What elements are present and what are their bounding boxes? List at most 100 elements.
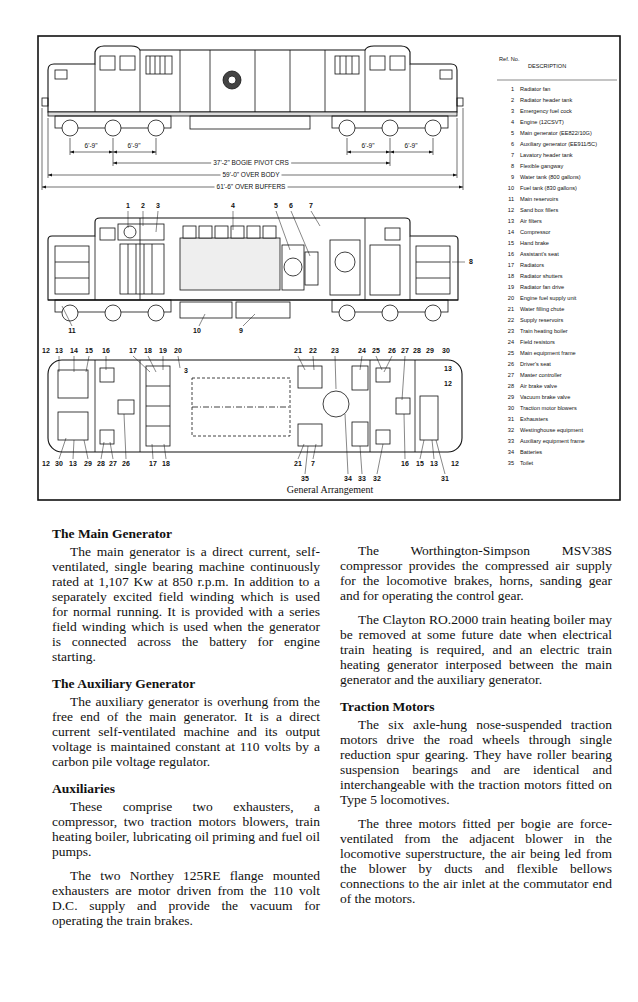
callout-number: 12 bbox=[443, 380, 453, 388]
table-cell: 27 bbox=[502, 372, 514, 379]
callout-number: 23 bbox=[330, 347, 340, 355]
callout-number: 7 bbox=[308, 202, 314, 210]
table-cell: 19 bbox=[502, 284, 514, 291]
dimension-label: 6'-9" bbox=[126, 142, 143, 150]
body-paragraph: The two Northey 125RE flange mounted exh… bbox=[52, 868, 320, 928]
table-cell: 23 bbox=[502, 328, 514, 335]
table-header: DESCRIPTION bbox=[528, 63, 566, 70]
table-cell: 5 bbox=[502, 130, 514, 137]
callout-number: 2 bbox=[140, 202, 146, 210]
callout-number: 15 bbox=[415, 460, 425, 468]
table-cell: Westinghouse equipment bbox=[520, 427, 583, 434]
text-column: The Worthington-Simpson MSV38S compresso… bbox=[340, 543, 612, 906]
table-cell: 4 bbox=[502, 119, 514, 126]
table-cell: 25 bbox=[502, 350, 514, 357]
callout-number: 31 bbox=[440, 475, 450, 483]
table-cell: Main equipment frame bbox=[520, 350, 576, 357]
callout-number: 12 bbox=[450, 460, 460, 468]
callout-number: 19 bbox=[158, 347, 168, 355]
callout-number: 13 bbox=[68, 460, 78, 468]
table-cell: Auxiliary equipment frame bbox=[520, 438, 585, 445]
table-cell: Main reservoirs bbox=[520, 196, 558, 203]
table-cell: 2 bbox=[502, 97, 514, 104]
table-cell: Flexible gangway bbox=[520, 163, 563, 170]
body-paragraph: The Worthington-Simpson MSV38S compresso… bbox=[340, 543, 612, 603]
callout-number: 29 bbox=[83, 460, 93, 468]
table-cell: 16 bbox=[502, 251, 514, 258]
callout-number: 20 bbox=[173, 347, 183, 355]
callout-number: 13 bbox=[54, 347, 64, 355]
dimension-label: 6'-9" bbox=[403, 142, 420, 150]
callout-number: 13 bbox=[429, 460, 439, 468]
table-cell: 31 bbox=[502, 416, 514, 423]
table-cell: 15 bbox=[502, 240, 514, 247]
callout-number: 30 bbox=[54, 460, 64, 468]
table-cell: Air brake valve bbox=[520, 383, 557, 390]
table-header: Ref. No. bbox=[499, 56, 521, 63]
table-cell: Hand brake bbox=[520, 240, 549, 247]
table-cell: Engine fuel supply unit bbox=[520, 295, 576, 302]
section-heading: Traction Motors bbox=[340, 699, 612, 714]
body-paragraph: The auxiliary generator is overhung from… bbox=[52, 694, 320, 769]
callout-number: 21 bbox=[293, 347, 303, 355]
callout-number: 12 bbox=[41, 460, 51, 468]
callout-number: 29 bbox=[425, 347, 435, 355]
table-cell: 12 bbox=[502, 207, 514, 214]
table-cell: 6 bbox=[502, 141, 514, 148]
plan-view bbox=[48, 356, 462, 474]
callout-number: 27 bbox=[400, 347, 410, 355]
table-cell: Air filters bbox=[520, 218, 542, 225]
table-cell: 18 bbox=[502, 273, 514, 280]
table-cell: 3 bbox=[502, 108, 514, 115]
callout-number: 25 bbox=[371, 347, 381, 355]
callout-number: 10 bbox=[192, 327, 202, 335]
body-paragraph: The three motors fitted per bogie are fo… bbox=[340, 816, 612, 906]
table-cell: Radiators bbox=[520, 262, 544, 269]
callout-number: 12 bbox=[41, 347, 51, 355]
callout-number: 27 bbox=[108, 460, 118, 468]
callout-number: 34 bbox=[343, 475, 353, 483]
callout-number: 32 bbox=[372, 475, 382, 483]
table-cell: Radiator header tank bbox=[520, 97, 572, 104]
side-elevation bbox=[42, 46, 463, 190]
table-cell: 17 bbox=[502, 262, 514, 269]
section-heading: The Main Generator bbox=[52, 526, 320, 541]
table-cell: 29 bbox=[502, 394, 514, 401]
callout-number: 26 bbox=[387, 347, 397, 355]
body-paragraph: These comprise two exhausters, a compres… bbox=[52, 799, 320, 859]
table-cell: 20 bbox=[502, 295, 514, 302]
callout-number: 15 bbox=[84, 347, 94, 355]
table-cell: Vacuum brake valve bbox=[520, 394, 570, 401]
table-cell: 14 bbox=[502, 229, 514, 236]
callout-number: 30 bbox=[441, 347, 451, 355]
table-cell: 9 bbox=[502, 174, 514, 181]
body-paragraph: The main generator is a direct current, … bbox=[52, 544, 320, 664]
callout-number: 26 bbox=[121, 460, 131, 468]
callout-number: 21 bbox=[293, 460, 303, 468]
callout-number: 35 bbox=[300, 475, 310, 483]
callout-number: 8 bbox=[468, 258, 474, 266]
callout-number: 4 bbox=[230, 202, 236, 210]
table-cell: 35 bbox=[502, 460, 514, 467]
table-cell: 8 bbox=[502, 163, 514, 170]
callout-number: 16 bbox=[400, 460, 410, 468]
table-cell: 13 bbox=[502, 218, 514, 225]
callout-number: 7 bbox=[310, 460, 316, 468]
table-cell: Supply reservoirs bbox=[520, 317, 563, 324]
callout-number: 17 bbox=[128, 347, 138, 355]
section-view bbox=[48, 211, 465, 326]
callout-number: 28 bbox=[412, 347, 422, 355]
table-cell: Radiator fan drive bbox=[520, 284, 564, 291]
table-cell: Driver's seat bbox=[520, 361, 551, 368]
callout-number: 28 bbox=[96, 460, 106, 468]
callout-number: 6 bbox=[288, 202, 294, 210]
table-cell: 28 bbox=[502, 383, 514, 390]
table-cell: 30 bbox=[502, 405, 514, 412]
callout-number: 3 bbox=[183, 367, 189, 375]
dimension-label: 6'-9" bbox=[360, 142, 377, 150]
table-cell: 21 bbox=[502, 306, 514, 313]
table-cell: 1 bbox=[502, 86, 514, 93]
table-cell: 22 bbox=[502, 317, 514, 324]
callout-number: 9 bbox=[238, 327, 244, 335]
